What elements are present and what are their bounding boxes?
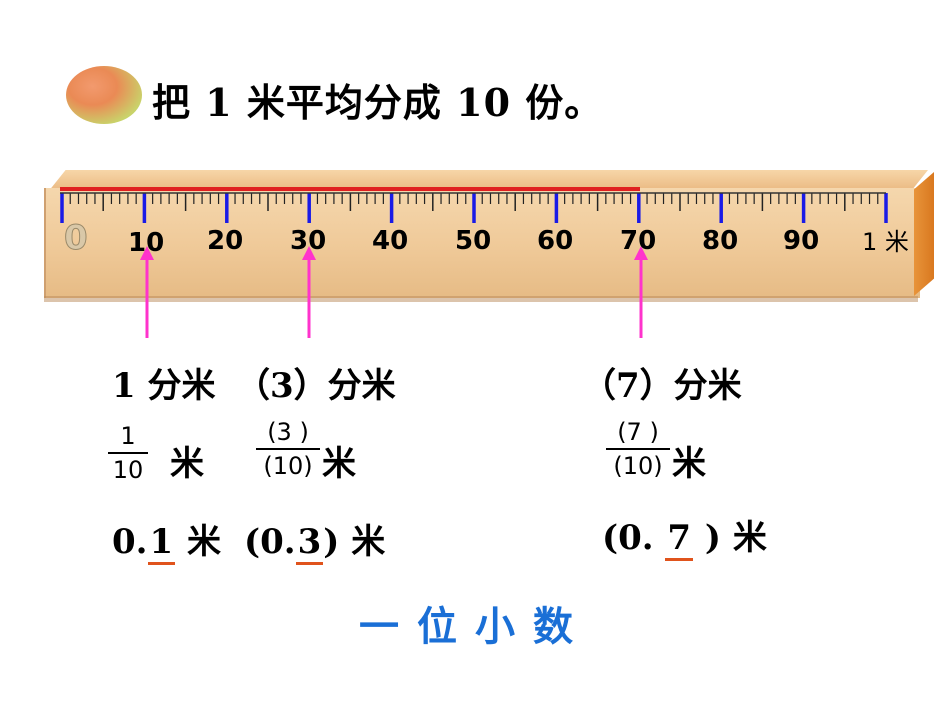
page-title: 把 1 米平均分成 10 份。 <box>152 80 604 125</box>
ruler-label-40: 40 <box>372 226 409 256</box>
ruler <box>44 188 920 298</box>
ruler-label-30: 30 <box>290 226 327 256</box>
arrow-10 <box>140 246 154 338</box>
label-7-decimeter: （7）分米 <box>582 366 742 406</box>
ruler-end-label: 1 米 <box>862 228 909 256</box>
fraction-7-10: (7 ) (10) <box>606 418 670 480</box>
ruler-ticks <box>60 193 888 223</box>
ruler-top-edge <box>48 170 928 192</box>
fraction-1-10: 1 10 <box>108 422 148 484</box>
ruler-zero-label: 0 <box>64 218 89 259</box>
fraction-3-unit: 米 <box>322 444 356 484</box>
footer-caption: 一位小数 <box>359 603 591 650</box>
label-3-decimeter: （3）分米 <box>236 366 396 406</box>
ruler-label-10: 10 <box>128 228 165 258</box>
ruler-label-90: 90 <box>783 226 820 256</box>
arrow-70 <box>634 246 648 338</box>
arrow-30 <box>302 246 316 338</box>
fraction-7-unit: 米 <box>672 444 706 484</box>
fraction-3-10: (3 ) (10) <box>256 418 320 480</box>
bullet-dot <box>66 66 142 124</box>
ruler-label-60: 60 <box>537 226 574 256</box>
decimal-0-7: (0. 7 ) 米 <box>602 510 767 561</box>
ruler-label-70: 70 <box>620 226 657 256</box>
label-1-decimeter: 1 分米 <box>112 366 216 406</box>
decimal-0-3: (0.3) 米 <box>244 514 385 565</box>
ruler-label-50: 50 <box>455 226 492 256</box>
ruler-label-20: 20 <box>207 226 244 256</box>
ruler-label-80: 80 <box>702 226 739 256</box>
fraction-1-unit: 米 <box>170 444 204 484</box>
ruler-shadow <box>44 296 918 302</box>
ruler-side-edge <box>914 172 934 296</box>
decimal-0-1: 0.1 米 <box>112 514 221 565</box>
